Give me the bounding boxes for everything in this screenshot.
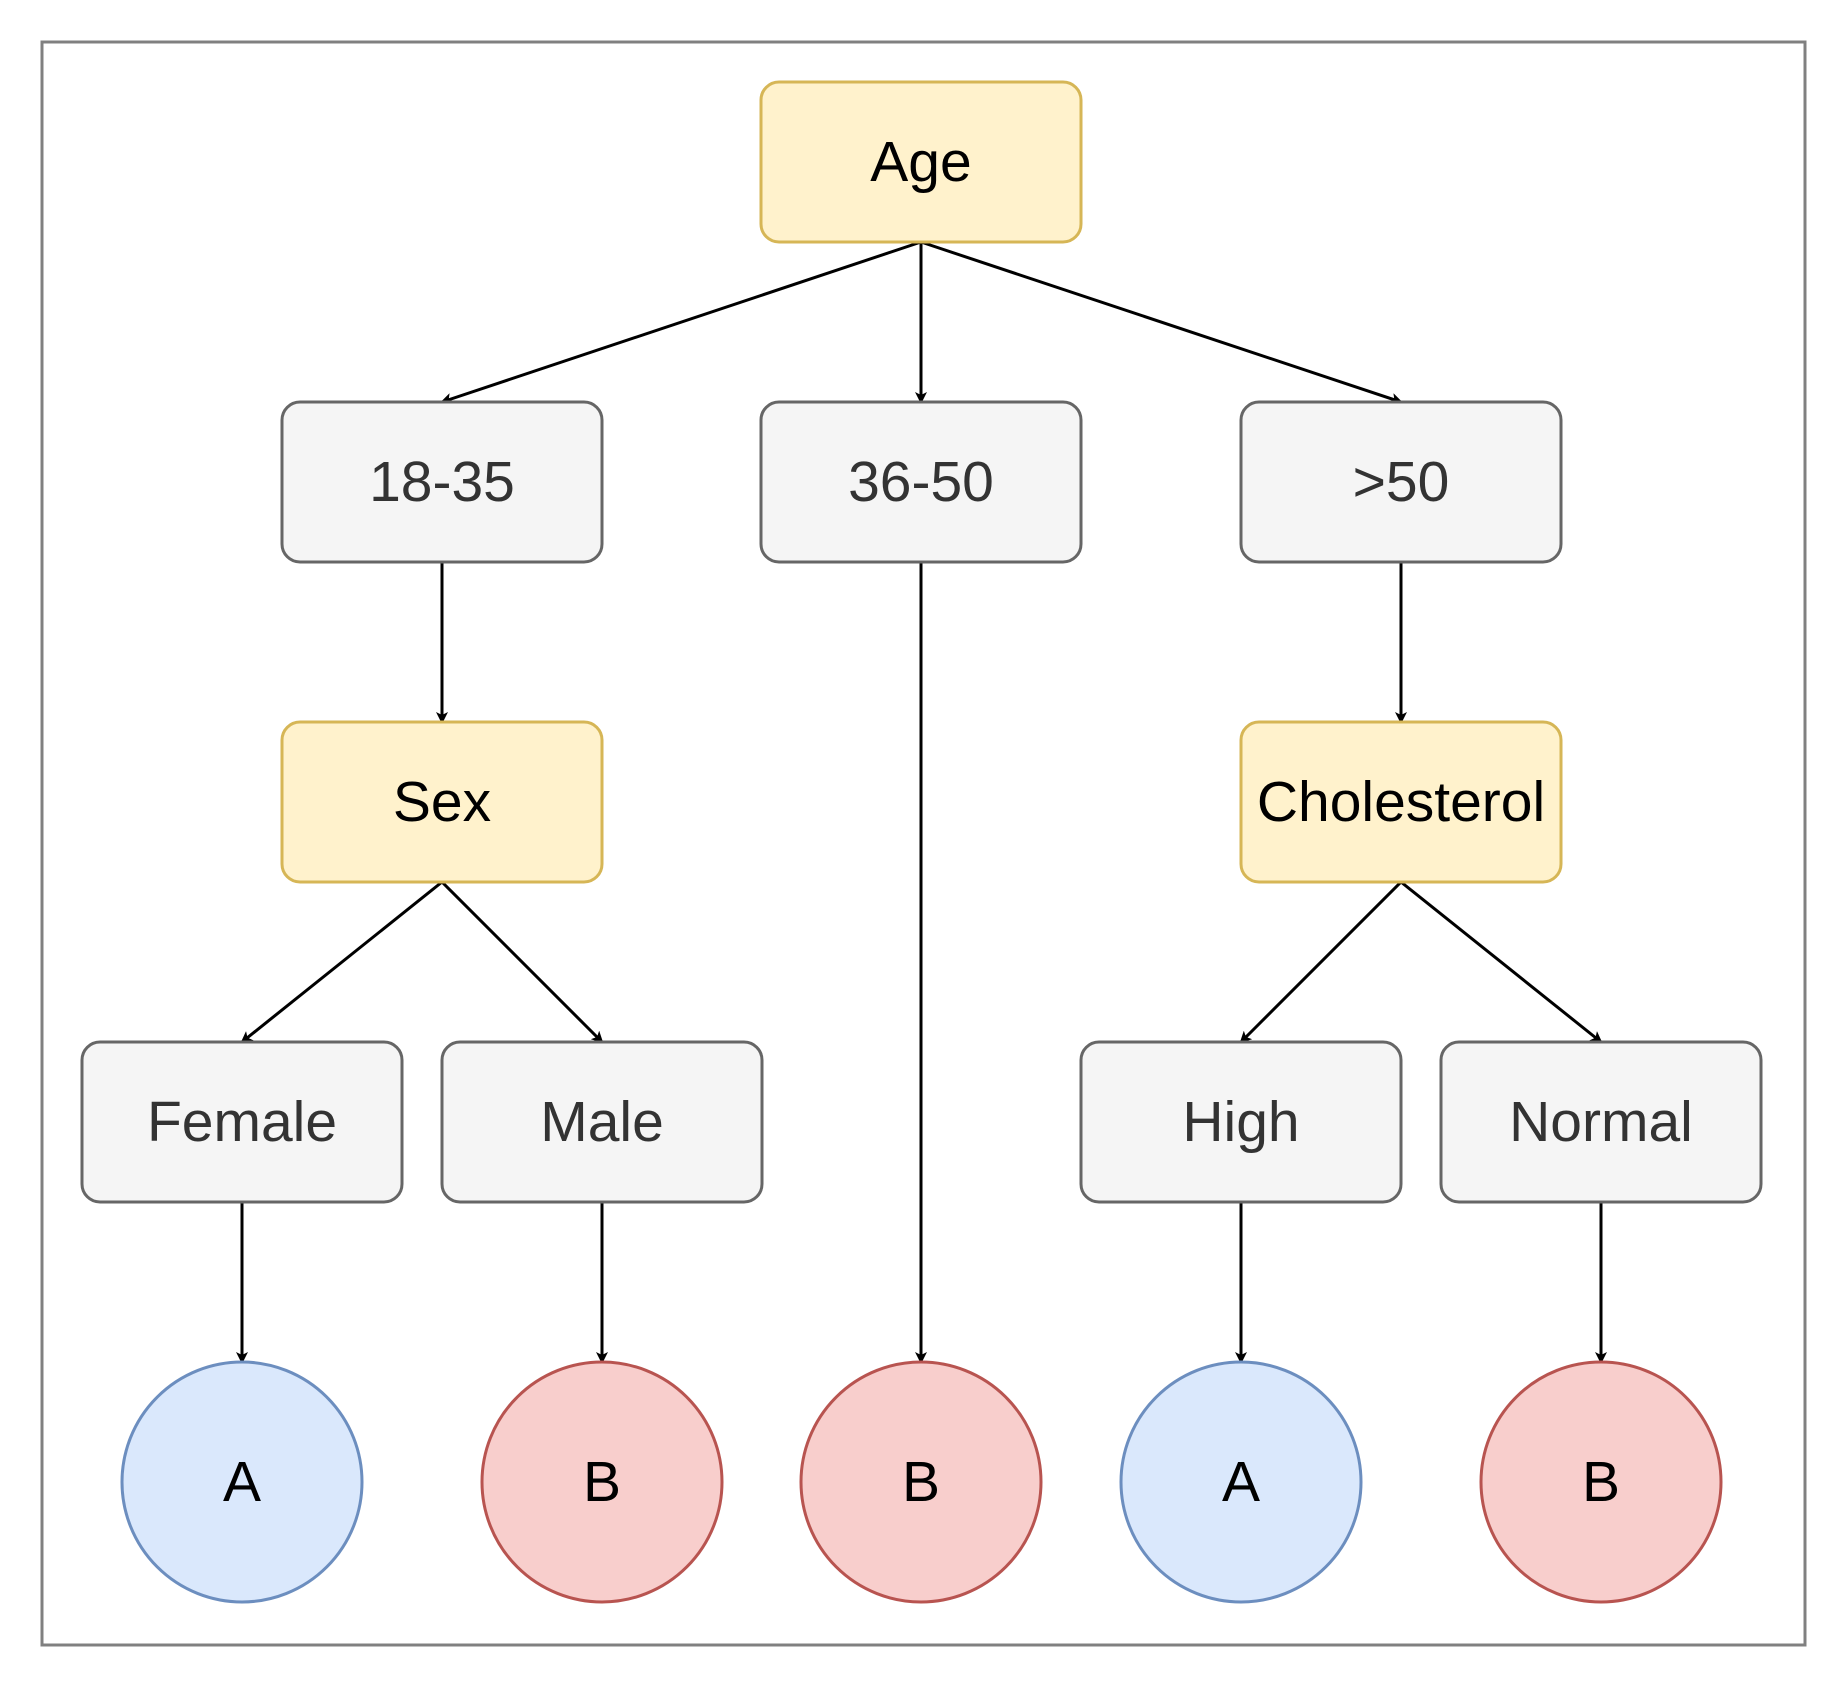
node-age-36-50: 36-50 [759,400,1083,564]
edge-age-to-age-18-35 [440,240,922,405]
leaf-36-50-label: B [902,1450,940,1514]
edge-sex-to-male [440,880,604,1044]
leaf-high-outcome: A [1119,1360,1363,1604]
leaf-36-50-outcome: B [799,1360,1043,1604]
edge-cholesterol-to-high [1239,880,1403,1044]
leaf-female-outcome: A [120,1360,364,1604]
node-age-over-50: >50 [1239,400,1563,564]
node-sex: Sex [280,720,604,884]
leaf-normal-outcome: B [1479,1360,1723,1604]
node-age-label: Age [870,130,971,194]
node-age: Age [759,80,1083,244]
node-sex-label: Sex [393,770,491,834]
node-male-label: Male [540,1090,664,1154]
node-cholesterol-label: Cholesterol [1257,770,1545,834]
leaf-male-label: B [583,1450,621,1514]
node-female: Female [80,1040,404,1204]
node-normal: Normal [1439,1040,1763,1204]
node-high: High [1079,1040,1403,1204]
node-normal-label: Normal [1509,1090,1693,1154]
node-high-label: High [1182,1090,1299,1154]
node-male: Male [440,1040,764,1204]
node-cholesterol: Cholesterol [1239,720,1563,884]
node-age-36-50-label: 36-50 [848,450,994,514]
edge-sex-to-female [240,880,443,1044]
node-age-18-35-label: 18-35 [369,450,515,514]
node-age-18-35: 18-35 [280,400,604,564]
edge-age-to-age-over-50 [920,240,1403,405]
edge-group [236,240,1607,1364]
node-age-over-50-label: >50 [1353,450,1450,514]
node-female-label: Female [147,1090,337,1154]
leaf-high-label: A [1222,1450,1260,1514]
leaf-male-outcome: B [480,1360,724,1604]
edge-cholesterol-to-normal [1400,880,1603,1044]
leaf-normal-label: B [1582,1450,1620,1514]
leaf-female-label: A [223,1450,261,1514]
